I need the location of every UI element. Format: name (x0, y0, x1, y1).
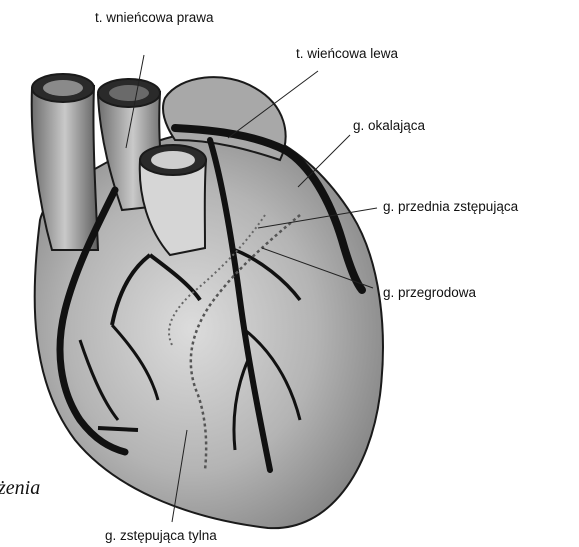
vena-cava-lumen (43, 80, 83, 96)
label-left-coronary-artery: t. wieńcowa lewa (296, 46, 399, 61)
aorta-lumen (109, 85, 149, 101)
label-right-coronary-artery: t. wnieńcowa prawa (95, 10, 214, 25)
label-anterior-descending-branch: g. przednia zstępująca (383, 199, 519, 214)
label-circumflex-branch: g. okalająca (353, 118, 426, 133)
label-posterior-descending-branch: g. zstępująca tylna (105, 528, 217, 543)
label-septal-branch: g. przegrodowa (383, 285, 477, 300)
cropped-caption-fragment: żenia (0, 477, 40, 499)
marginal-branch (98, 428, 138, 430)
heart-illustration (32, 74, 383, 528)
pulmonary-lumen (151, 151, 195, 169)
